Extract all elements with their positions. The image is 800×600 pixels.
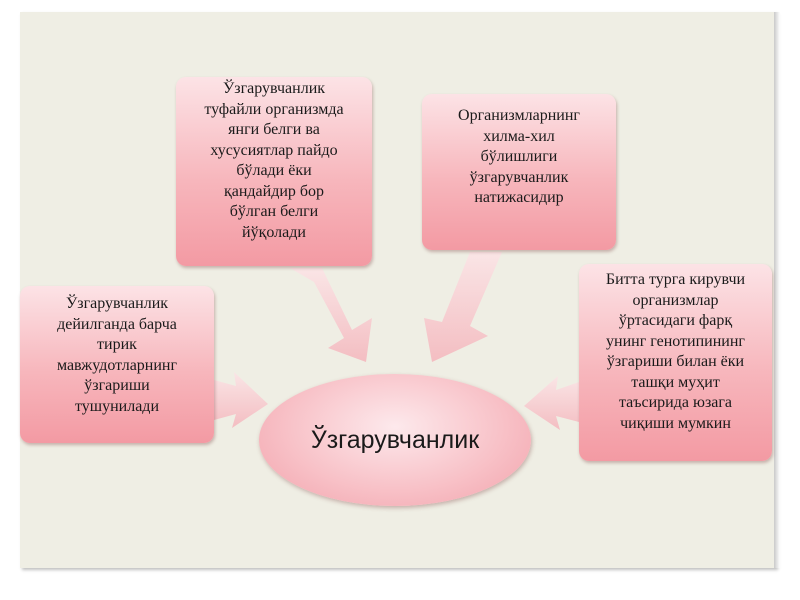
arrow-left — [214, 372, 268, 428]
arrow-right — [524, 376, 579, 430]
slide-shadow — [774, 12, 780, 568]
arrow-top-left — [290, 268, 372, 362]
center-label: Ўзгарувчанлик — [310, 425, 480, 454]
box-top-left-text: Ўзгарувчанлик туфайли организмда янги бе… — [204, 80, 344, 241]
box-right-text: Битта турга кирувчи организмлар ўртасида… — [605, 271, 746, 432]
box-left: Ўзгарувчанлик дейилганда барча тирик мав… — [20, 286, 214, 443]
box-left-text: Ўзгарувчанлик дейилганда барча тирик мав… — [56, 295, 178, 415]
box-top-left: Ўзгарувчанлик туфайли организмда янги бе… — [176, 77, 372, 266]
center-ellipse: Ўзгарувчанлик — [259, 374, 531, 506]
box-top-right-text: Организмларнинг хилма-хил бўлишлиги ўзга… — [458, 107, 580, 206]
box-right: Битта турга кирувчи организмлар ўртасида… — [579, 264, 772, 461]
arrow-top-right — [424, 252, 502, 362]
box-top-right: Организмларнинг хилма-хил бўлишлиги ўзга… — [422, 94, 616, 250]
